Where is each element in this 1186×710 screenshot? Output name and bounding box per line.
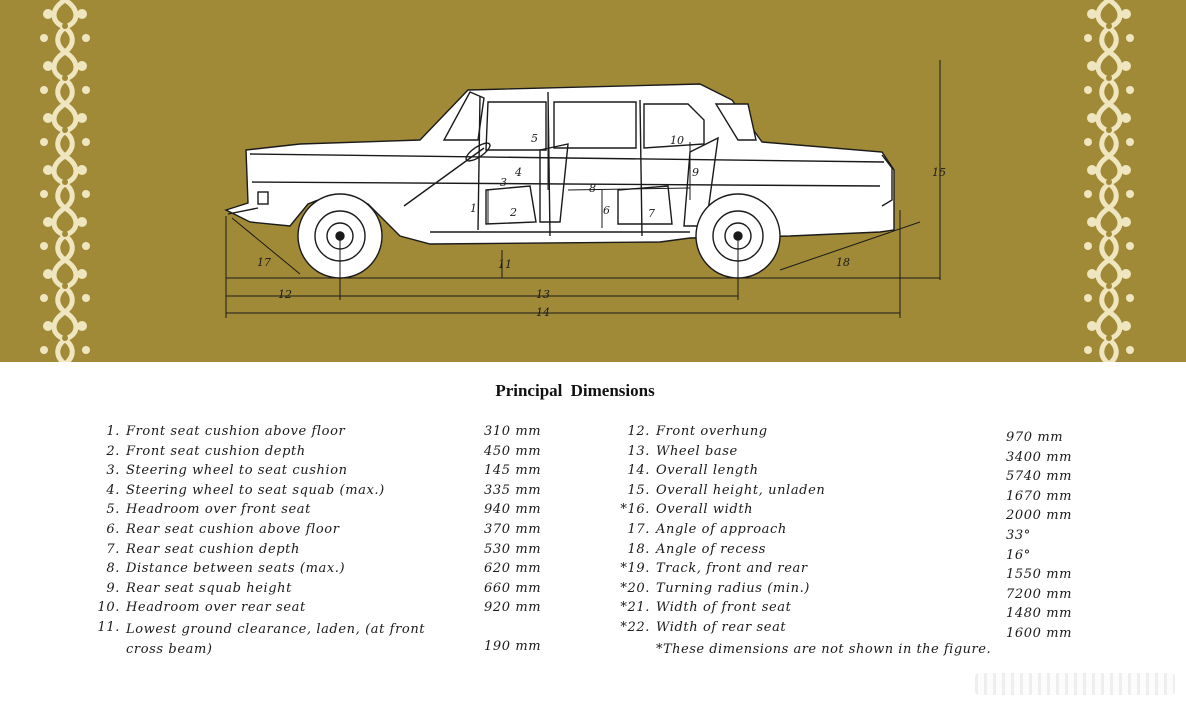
scan-artifact	[975, 673, 1175, 695]
diagram-label-11: 11	[498, 258, 512, 271]
diagram-label-4: 4	[514, 166, 522, 179]
diagram-label-5: 5	[531, 132, 538, 145]
diagram-label-13: 13	[536, 288, 550, 301]
diagram-label-6: 6	[603, 204, 610, 217]
document-title: Principal Dimensions	[495, 381, 655, 400]
diagram-label-15: 15	[932, 166, 946, 179]
diagram-label-10: 10	[670, 134, 684, 147]
diagram-label-8: 8	[589, 182, 596, 195]
footnote: *These dimensions are not shown in the f…	[656, 642, 992, 657]
dimension-lines	[225, 60, 941, 318]
diagram-label-2: 2	[509, 206, 517, 219]
diagram-label-9: 9	[692, 166, 699, 179]
diagram-label-3: 3	[500, 176, 507, 189]
diagram-label-18: 18	[836, 256, 850, 269]
diagram-label-14: 14	[536, 306, 550, 319]
car-dimension-diagram: 1 2 3 4 5 6 7 8 9 10 11 12 13 14 15 17 1…	[224, 60, 946, 319]
diagram-label-7: 7	[648, 207, 655, 220]
diagram-label-1: 1	[470, 202, 477, 215]
diagram-label-12: 12	[278, 288, 292, 301]
diagram-label-17: 17	[257, 256, 271, 269]
diagram-number-labels: 1 2 3 4 5 6 7 8 9 10 11 12 13 14 15 17 1…	[257, 132, 946, 319]
